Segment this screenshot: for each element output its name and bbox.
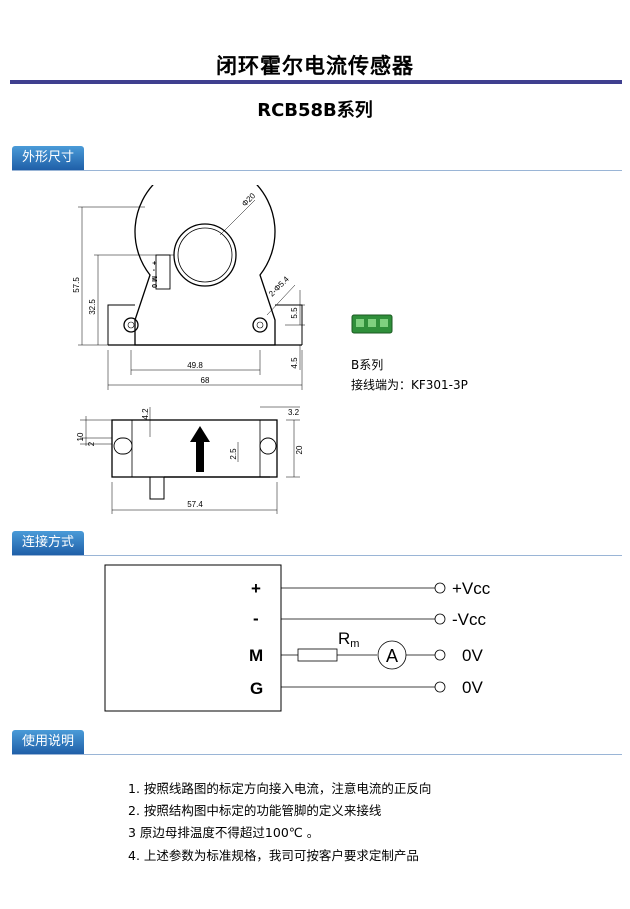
connector-icon xyxy=(351,314,393,334)
dim-mount-hole: 2-Φ5.4 xyxy=(267,274,291,298)
wiring-diagram: + - M G Rm A +Vcc -Vcc 0V 0V xyxy=(104,564,491,712)
output-vcc-neg: -Vcc xyxy=(452,610,487,629)
usage-item-4: 4. 上述参数为标准规格，我司可按客户要求定制产品 xyxy=(128,848,419,863)
output-0v-g: 0V xyxy=(462,678,483,697)
section-line-connection xyxy=(12,555,622,556)
page-title: 闭环霍尔电流传感器 xyxy=(216,54,414,78)
dim-hole-spacing: 49.8 xyxy=(187,361,203,370)
dim-right-top: 3.2 xyxy=(288,408,300,417)
terminal-vcc-neg xyxy=(434,613,446,625)
dim-width-total: 68 xyxy=(201,376,210,385)
resistor-rm xyxy=(297,648,338,662)
dim-top-small: 4.2 xyxy=(141,408,150,420)
side-slot-left xyxy=(113,437,133,455)
pin-label-minus: - xyxy=(150,269,157,272)
terminal-0v-m xyxy=(434,649,446,661)
connector-model: 接线端为：KF301-3P xyxy=(351,378,468,392)
pin-label-zero: 0 xyxy=(150,284,157,288)
side-pin xyxy=(149,476,165,500)
connector-series: B系列 xyxy=(351,358,384,372)
dim-right-height: 20 xyxy=(295,445,304,454)
dim-side-width: 57.4 xyxy=(187,500,203,509)
dim-right-a: 5.5 xyxy=(290,307,299,319)
dim-left-small: 2 xyxy=(87,441,96,446)
dim-left-top: 10 xyxy=(76,432,85,441)
mount-hole-left xyxy=(123,317,139,333)
title-divider xyxy=(10,80,622,84)
resistor-label: Rm xyxy=(338,629,359,650)
pin-g-label: G xyxy=(250,679,263,698)
pin-m-label: M xyxy=(249,646,263,665)
dim-inner-diameter: Φ20 xyxy=(240,191,258,209)
side-body-outline xyxy=(111,419,278,478)
section-tag-usage: 使用说明 xyxy=(12,730,85,754)
output-vcc-pos: +Vcc xyxy=(452,579,491,598)
dim-height-center: 32.5 xyxy=(88,299,97,315)
terminal-0v-g xyxy=(434,681,446,693)
aperture-circle xyxy=(173,223,237,287)
pin-minus-label: - xyxy=(253,609,259,628)
sensor-box xyxy=(104,564,282,712)
mount-hole-right xyxy=(252,317,268,333)
ammeter-label: A xyxy=(386,646,398,666)
pin-label-m: M xyxy=(150,276,157,282)
page-subtitle: RCB58B系列 xyxy=(257,100,373,121)
front-view-drawing: 57.5 32.5 49.8 68 Φ20 2-Φ5.4 5.5 4.5 + -… xyxy=(72,185,305,390)
section-tag-connection: 连接方式 xyxy=(12,531,85,555)
pin-header xyxy=(155,254,171,290)
usage-item-1: 1. 按照线路图的标定方向接入电流，注意电流的正反向 xyxy=(128,781,432,796)
section-line-usage xyxy=(12,754,622,755)
pin-label-plus: + xyxy=(150,261,157,265)
terminal-vcc-pos xyxy=(434,582,446,594)
section-line-dimensions xyxy=(12,170,622,171)
dim-right-b: 4.5 xyxy=(290,357,299,369)
side-view-drawing: 10 2 4.2 3.2 20 2.5 57.4 xyxy=(76,406,304,514)
pin-plus-label: + xyxy=(251,579,261,598)
current-direction-arrow xyxy=(190,426,210,472)
dim-height-total: 57.5 xyxy=(72,277,81,293)
usage-item-2: 2. 按照结构图中标定的功能管脚的定义来接线 xyxy=(128,803,382,818)
output-0v-m: 0V xyxy=(462,646,483,665)
side-slot-right xyxy=(259,437,277,455)
section-tag-dimensions: 外形尺寸 xyxy=(12,146,85,170)
sensor-body-outline xyxy=(134,185,276,346)
dim-middle: 2.5 xyxy=(229,448,238,460)
usage-item-3: 3 原边母排温度不得超过100℃ 。 xyxy=(128,825,320,840)
